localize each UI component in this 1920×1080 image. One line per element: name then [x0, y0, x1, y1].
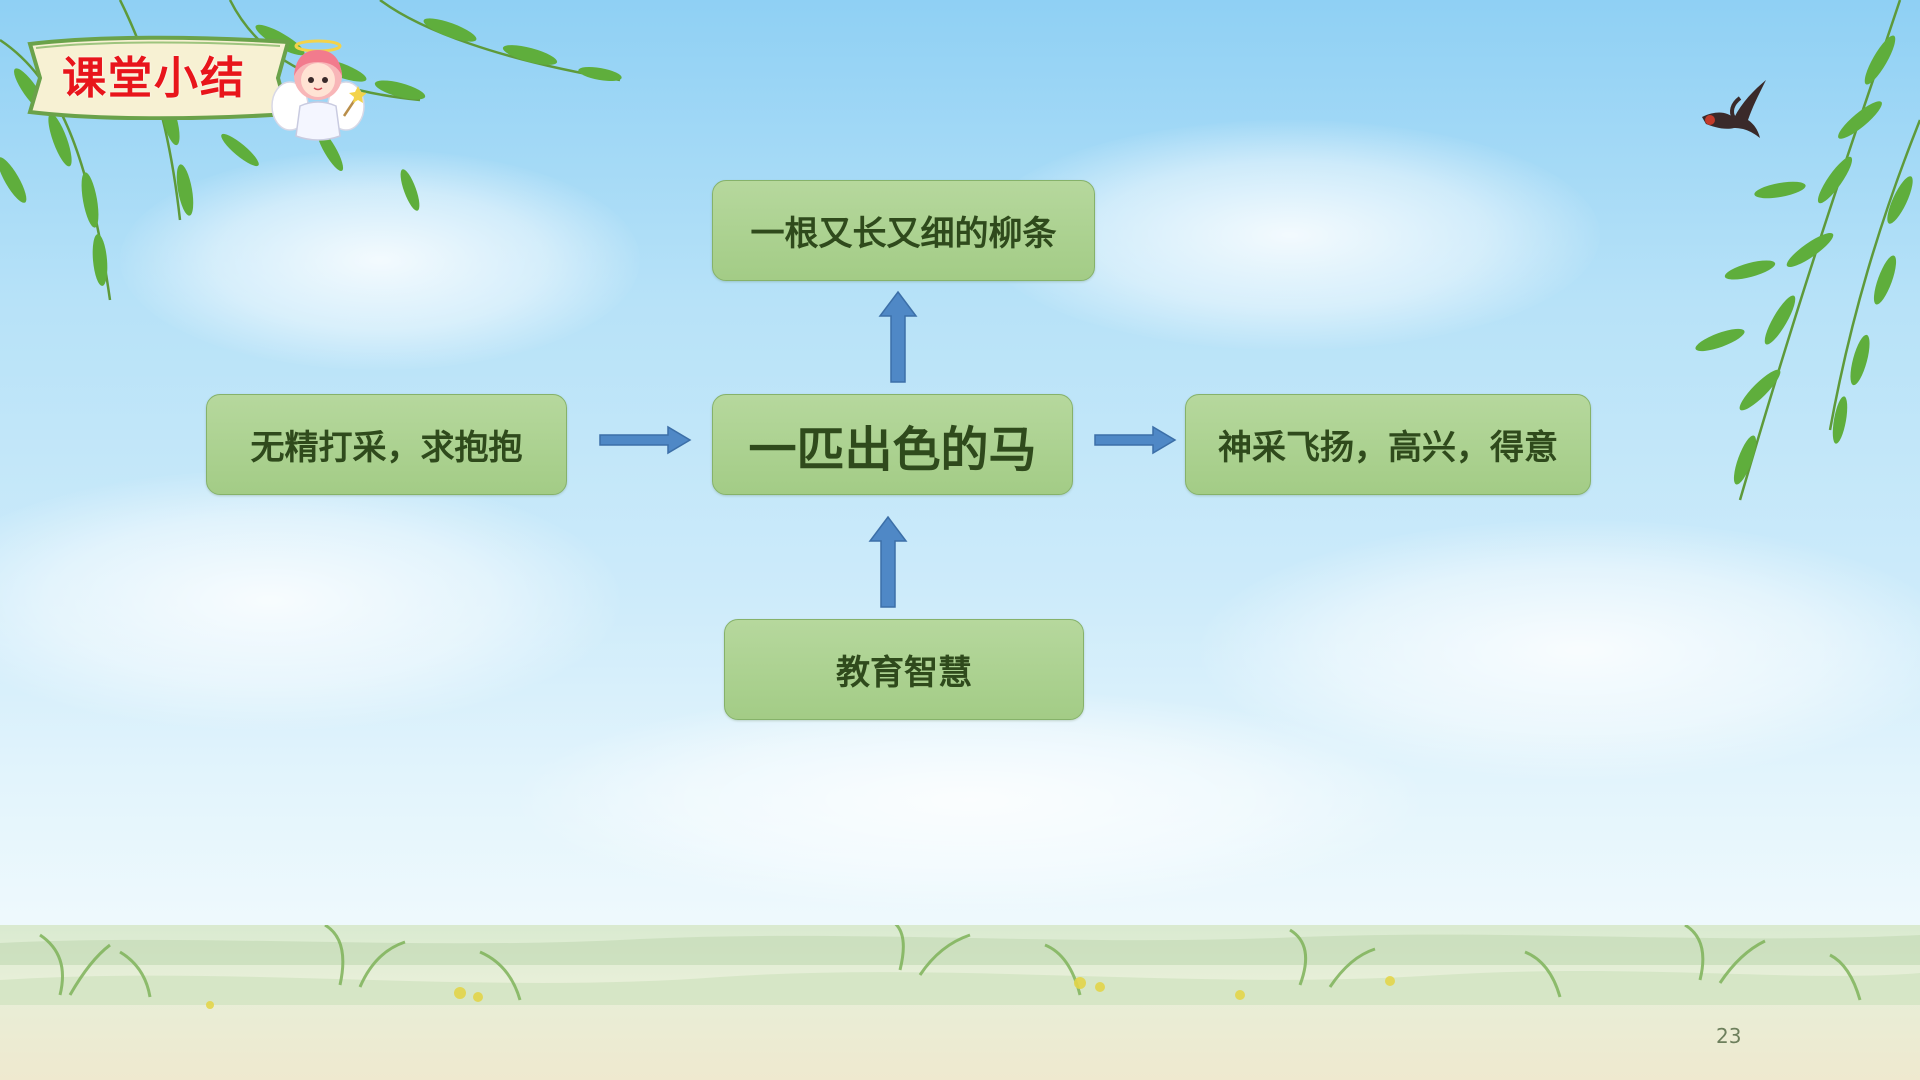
swallow-bird-icon	[1692, 72, 1772, 142]
grass-ground	[0, 925, 1920, 1080]
node-top: 一根又长又细的柳条	[712, 180, 1095, 281]
node-bottom: 教育智慧	[724, 619, 1084, 720]
arrow-right-to-right	[1093, 425, 1177, 455]
page-number: 23	[1716, 1024, 1741, 1048]
arrow-up-from-bottom	[868, 515, 908, 609]
arrow-right-to-center	[598, 425, 692, 455]
node-left: 无精打采，求抱抱	[206, 394, 567, 495]
cloud	[520, 690, 1420, 910]
angel-girl-icon	[270, 36, 366, 146]
node-right: 神采飞扬，高兴，得意	[1185, 394, 1591, 495]
slide-title: 课堂小结	[62, 42, 246, 106]
node-center: 一匹出色的马	[712, 394, 1073, 495]
cloud	[0, 470, 620, 730]
arrow-up-to-top	[878, 290, 918, 384]
